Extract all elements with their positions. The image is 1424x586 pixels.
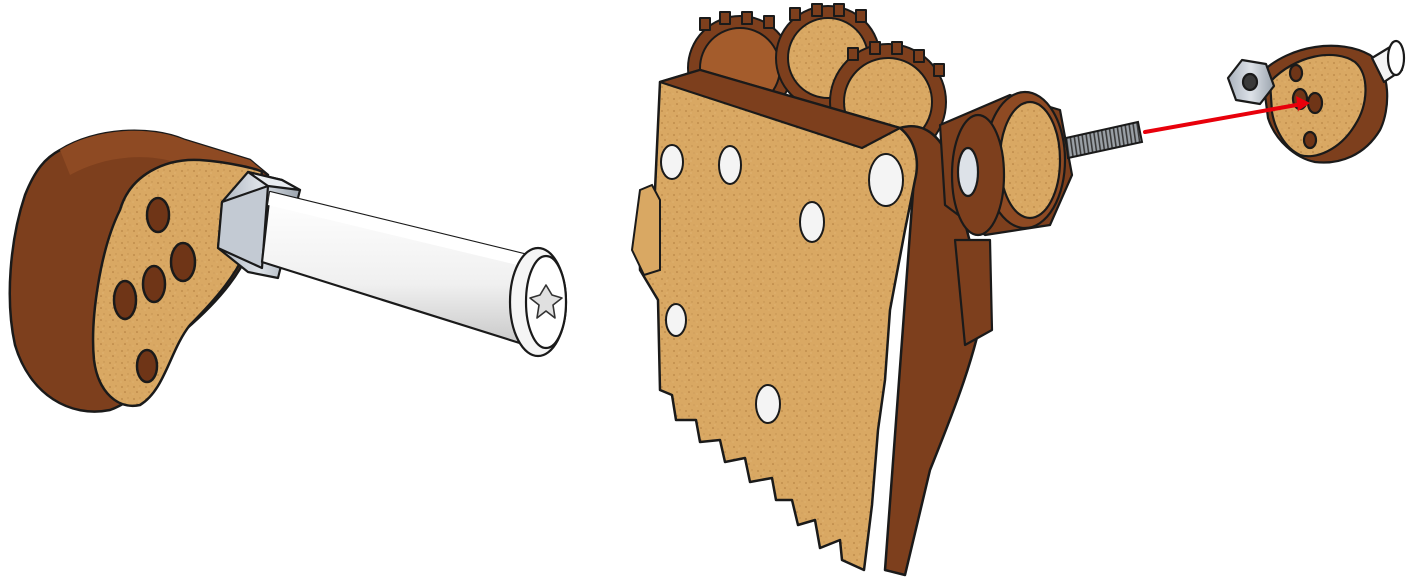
small-crank-icon [1228,41,1404,163]
screw-icon [756,385,780,423]
crank-arm-icon [10,131,268,412]
screw-icon [666,304,686,336]
gear-plate-assembly [632,4,1142,575]
bolt-icon [262,192,566,356]
screw-icon [719,146,741,184]
crank-arm-assembly [10,131,566,412]
screw-icon [661,145,683,179]
screw-icon [869,154,903,206]
threaded-rod-icon [1066,122,1142,158]
gear-plate-tab [632,185,660,275]
screw-icon [800,202,824,242]
